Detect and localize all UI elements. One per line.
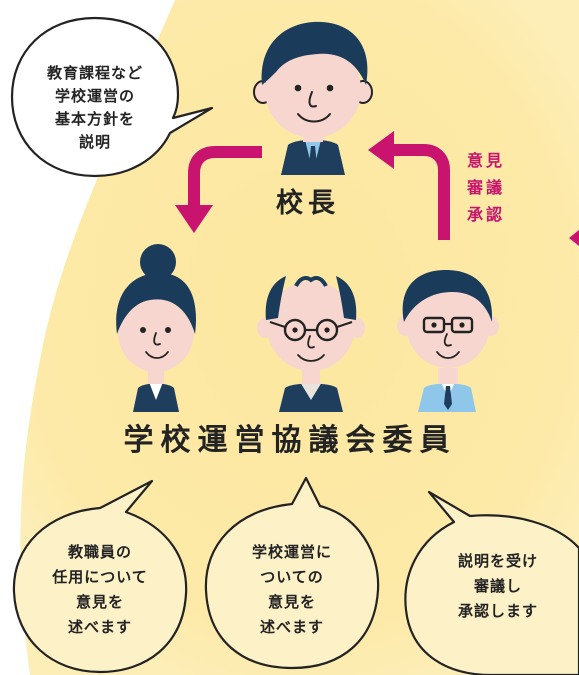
woman-bun-icon [116,244,196,412]
arrow-label: 意見 審議 承認 [466,151,505,224]
elderly-man-glasses-icon [257,276,365,412]
speech-bubble-3 [404,490,579,675]
curved-arrow-up-icon [368,131,450,240]
speech-bubble-1-text: 教職員の 任用について 意見を 述べます [52,543,148,636]
speech-bubble-2 [204,476,380,670]
principal-man-icon [253,21,373,175]
principal-speech-text: 教育課程など 学校運営の 基本方針を 説明 [46,64,143,151]
principal-label: 校長 [276,188,340,219]
principal-speech-bubble [10,16,214,178]
curved-arrow-down-icon [175,146,262,233]
speech-bubble-1 [12,479,188,674]
council-members-label: 学校運営協議会委員 [123,423,457,458]
young-man-glasses-icon [397,270,499,412]
speech-bubble-3-text: 説明を受け 審議し 承認します [457,552,538,620]
edge-arrow-fragment [569,230,579,246]
speech-bubble-2-text: 学校運営に ついての 意見を 述べます [251,543,332,636]
